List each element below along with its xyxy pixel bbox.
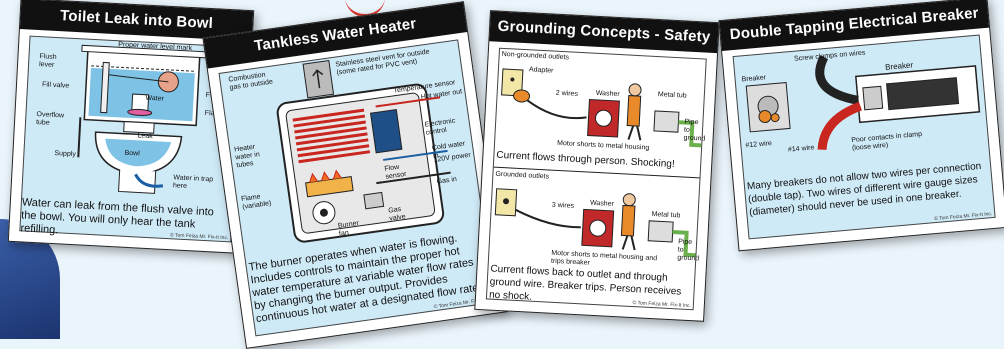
label-trap: Water in trap here xyxy=(173,174,214,192)
label-pipe: Pipe to ground xyxy=(683,119,704,144)
label-pipe-2: Pipe to ground xyxy=(677,238,698,263)
illustration-panel: Combustion gas to outside Stainless stee… xyxy=(218,39,495,336)
label-leak: Leak xyxy=(137,132,167,142)
label-flush-lever: Flush lever xyxy=(39,53,70,71)
label-adapter: Adapter xyxy=(529,66,554,75)
label-bowl: Bowl xyxy=(124,150,154,160)
label-2-wires: 2 wires xyxy=(556,90,579,99)
card-double-tap: Double Tapping Electrical Breaker Screw … xyxy=(718,0,1004,251)
label-overflow: Overflow tube xyxy=(36,111,73,129)
card-title: Grounding Concepts - Safety xyxy=(489,11,718,53)
label-water: Water xyxy=(145,95,175,105)
label-washer-2: Washer xyxy=(590,200,614,209)
card-tankless-heater: Tankless Water Heater Combustion gas to … xyxy=(202,1,507,349)
illustration-panel: Non-grounded outlets Adapter 2 wires Was… xyxy=(486,48,707,311)
illustration-panel: Screw clamps on wires Breaker Breaker #1… xyxy=(733,34,996,239)
label-metal-tub: Metal tub xyxy=(658,91,688,101)
label-supply: Supply xyxy=(54,150,84,160)
copyright: © Tom Feiza Mr. Fix-It Inc. xyxy=(934,211,993,222)
card-grounding: Grounding Concepts - Safety Non-grounded… xyxy=(474,10,719,322)
label-fill-valve: Fill valve xyxy=(42,81,72,91)
label-burner-fan: Burner fan xyxy=(337,219,369,239)
label-washer: Washer xyxy=(596,90,620,99)
label-metal-tub-2: Metal tub xyxy=(651,211,681,221)
label-3-wires: 3 wires xyxy=(552,202,575,211)
